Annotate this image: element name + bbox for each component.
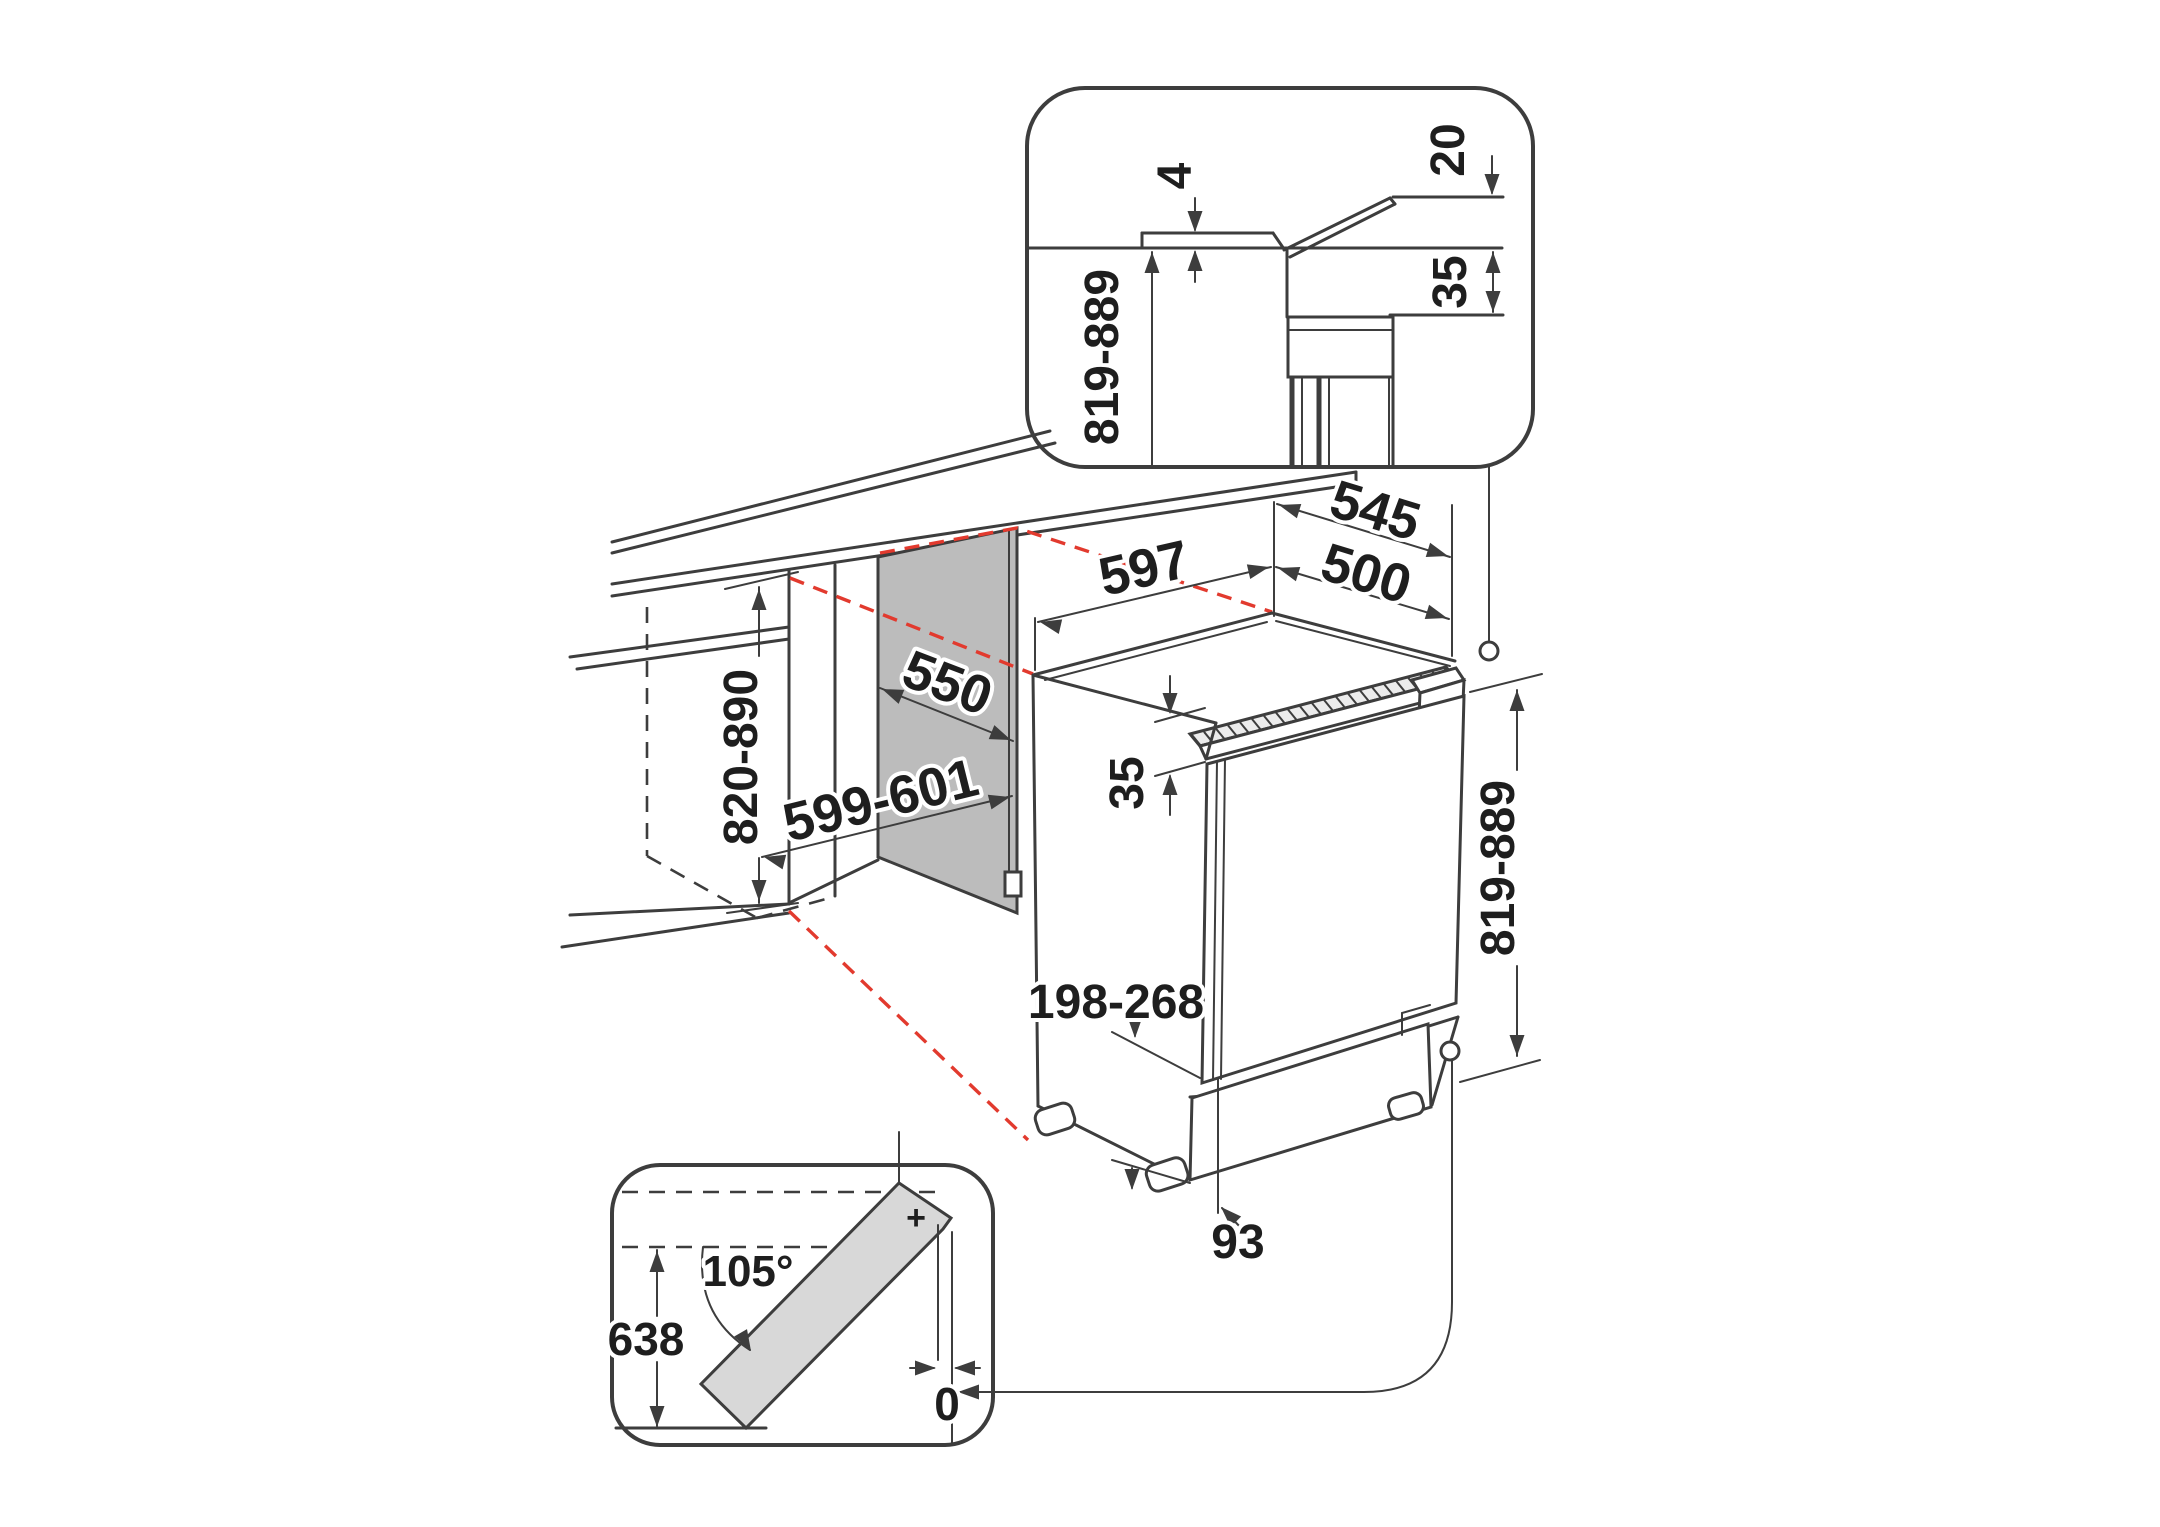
open-door [698, 1181, 954, 1431]
dim-label-opening-angle: 105° [702, 1247, 793, 1296]
foot [1144, 1156, 1190, 1193]
niche-side-panel [876, 526, 1023, 916]
dim-label-hinge-offset: 0 [934, 1378, 960, 1430]
detail-leaders [957, 466, 1500, 1393]
dim-label-worktop-gap: 4 [1149, 162, 1202, 189]
fridge [1031, 611, 1467, 1193]
panel-notch [1003, 870, 1023, 898]
plinth [1188, 1021, 1433, 1183]
dim-label-door-swing: 638 [608, 1313, 685, 1365]
worktop [560, 429, 1358, 949]
leader-circle-bottom [1439, 1040, 1461, 1062]
dim-label-plinth-height: 198-268 [1028, 976, 1204, 1029]
hinge-mark: + [906, 1199, 926, 1237]
dim-label-appliance-height: 819-889 [1472, 780, 1525, 956]
main-isometric-view [560, 429, 1543, 1393]
vent-flap [1282, 196, 1392, 252]
angle-arc [701, 1246, 751, 1351]
fridge-door [1200, 694, 1466, 1086]
projection-lines [787, 526, 1273, 1142]
fridge-top-section [1286, 315, 1395, 379]
dimension-arrowheads [649, 174, 1525, 1427]
dim-label-top-clearance-detail: 35 [1424, 255, 1477, 308]
dim-label-niche-height: 820-890 [715, 669, 768, 845]
leader-circle-top [1478, 640, 1500, 662]
dim-label-appliance-width: 597 [1093, 529, 1194, 608]
dim-label-top-gap: 35 [1101, 756, 1154, 809]
dim-label-height-detail: 819-889 [1076, 269, 1129, 445]
dim-label-vent-clearance: 20 [1422, 123, 1475, 176]
door-swing-inset [610, 1131, 995, 1447]
dim-label-plinth-recess: 93 [1211, 1216, 1264, 1269]
foot [1387, 1091, 1425, 1121]
foot [1033, 1101, 1077, 1137]
